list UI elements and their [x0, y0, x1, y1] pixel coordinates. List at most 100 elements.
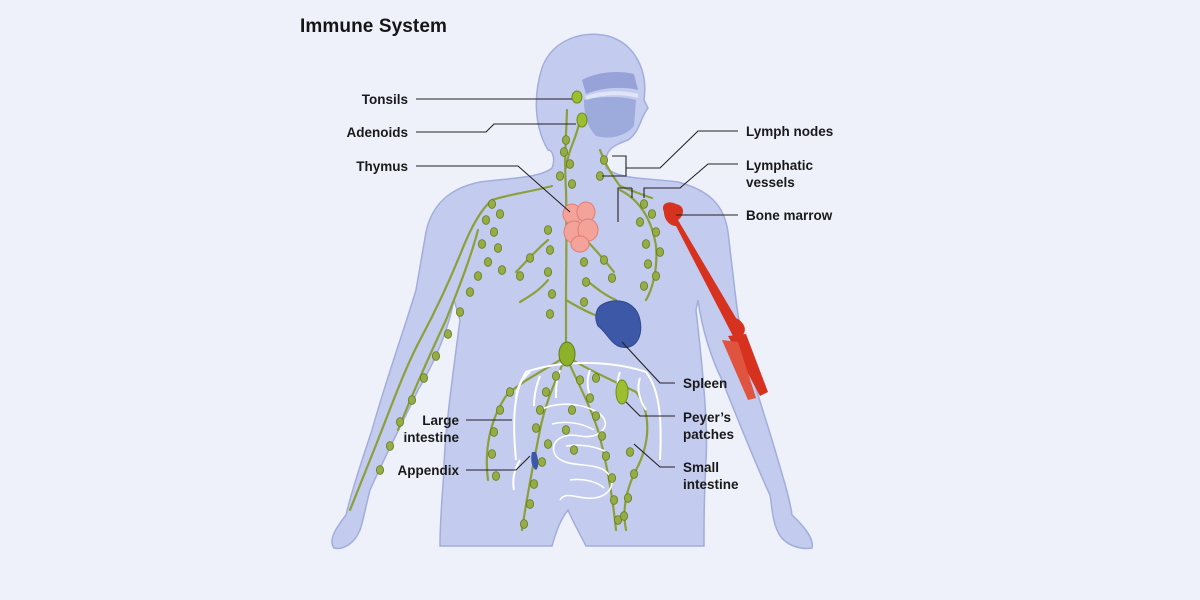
lymph-node	[489, 427, 498, 437]
label-large-intestine: Large intestine	[403, 413, 459, 445]
lymph-node	[544, 267, 553, 277]
lymph-node	[483, 257, 492, 267]
label-adenoids: Adenoids	[346, 125, 408, 140]
lymph-node	[630, 469, 639, 479]
lymph-node	[624, 493, 633, 503]
adenoid	[576, 112, 588, 128]
label-lymphatic-vessels: Lymphatic vessels	[746, 158, 814, 190]
lymph-node	[600, 155, 609, 165]
lymph-node	[608, 273, 617, 283]
lymph-node	[395, 417, 404, 427]
lymph-node	[614, 515, 623, 525]
lymph-node	[431, 351, 440, 361]
lymph-node	[495, 405, 504, 415]
lymph-node	[580, 257, 589, 267]
lymph-node	[566, 159, 575, 169]
lymph-node	[640, 199, 649, 209]
lymph-node	[652, 227, 661, 237]
lymph-node	[602, 451, 611, 461]
lymph-node	[544, 225, 553, 235]
lymph-node	[586, 393, 595, 403]
lymph-node	[546, 309, 555, 319]
lymph-node	[556, 171, 565, 181]
lymph-node	[582, 277, 591, 287]
lymph-node	[491, 471, 500, 481]
lymph-node	[598, 431, 607, 441]
lymph-node	[608, 473, 617, 483]
lymph-node	[443, 329, 452, 339]
nasal-cavity	[582, 72, 638, 94]
lymph-node	[532, 423, 541, 433]
leader-spleen	[621, 341, 675, 384]
lymph-node	[487, 199, 496, 209]
lymph-node	[600, 255, 609, 265]
lymph-node	[526, 253, 535, 263]
peyers-patches	[615, 379, 629, 405]
lymph-node	[546, 245, 555, 255]
lymph-node	[375, 465, 384, 475]
lymph-node	[620, 511, 629, 521]
leader-small-intestine	[633, 443, 675, 468]
lymph-node	[592, 373, 601, 383]
label-small-intestine: Small intestine	[683, 460, 739, 492]
thymus	[562, 201, 599, 253]
lymph-node	[568, 179, 577, 189]
lymph-node	[562, 425, 571, 435]
lymph-node	[493, 243, 502, 253]
label-lymph-nodes: Lymph nodes	[746, 124, 834, 139]
lymph-node	[548, 289, 557, 299]
lymph-node	[542, 387, 551, 397]
lymph-node	[481, 215, 490, 225]
leader-lymph-nodes	[602, 130, 738, 177]
lymph-node	[536, 405, 545, 415]
appendix	[531, 452, 539, 470]
small-intestine	[539, 403, 613, 501]
leader-lymphatic-vessels	[617, 163, 738, 222]
lymph-node	[570, 445, 579, 455]
lymph-node	[455, 307, 464, 317]
label-appendix: Appendix	[397, 463, 459, 478]
lymph-node	[648, 209, 657, 219]
lymph-node	[652, 271, 661, 281]
lymph-node	[656, 247, 665, 257]
leader-lines	[416, 98, 738, 471]
diagram-title: Immune System	[300, 16, 448, 37]
lymph-node	[516, 271, 525, 281]
lymph-node	[495, 209, 504, 219]
lymph-node	[592, 411, 601, 421]
label-bone-marrow: Bone marrow	[746, 208, 833, 223]
lymph-node	[580, 297, 589, 307]
lymph-node	[497, 265, 506, 275]
lymph-node	[562, 135, 571, 145]
bone-marrow	[662, 202, 768, 400]
leader-appendix	[466, 455, 531, 471]
lymph-node	[576, 375, 585, 385]
body-silhouette	[331, 33, 814, 550]
lymph-node	[552, 371, 561, 381]
leader-peyers-patches	[625, 401, 675, 417]
lymph-node	[544, 439, 553, 449]
spleen	[595, 300, 642, 348]
label-peyers-patches: Peyer’s patches	[683, 410, 735, 442]
palate-line	[585, 91, 639, 100]
lymph-node	[477, 239, 486, 249]
lymph-nodes	[375, 135, 665, 529]
leader-adenoids	[416, 123, 576, 133]
lymph-node	[644, 259, 653, 269]
tonsil	[571, 90, 583, 104]
oral-cavity	[584, 97, 636, 138]
label-tonsils: Tonsils	[361, 92, 408, 107]
lymph-node	[407, 395, 416, 405]
cisterna-chyli	[558, 341, 576, 367]
leader-thymus	[416, 165, 571, 213]
lymph-node	[640, 281, 649, 291]
lymph-node	[487, 449, 496, 459]
lymph-node	[568, 405, 577, 415]
lymph-node	[520, 519, 529, 529]
label-thymus: Thymus	[356, 159, 408, 174]
lymph-node	[419, 373, 428, 383]
lymph-node	[473, 271, 482, 281]
lymph-node	[530, 479, 539, 489]
lymph-node	[526, 499, 535, 509]
